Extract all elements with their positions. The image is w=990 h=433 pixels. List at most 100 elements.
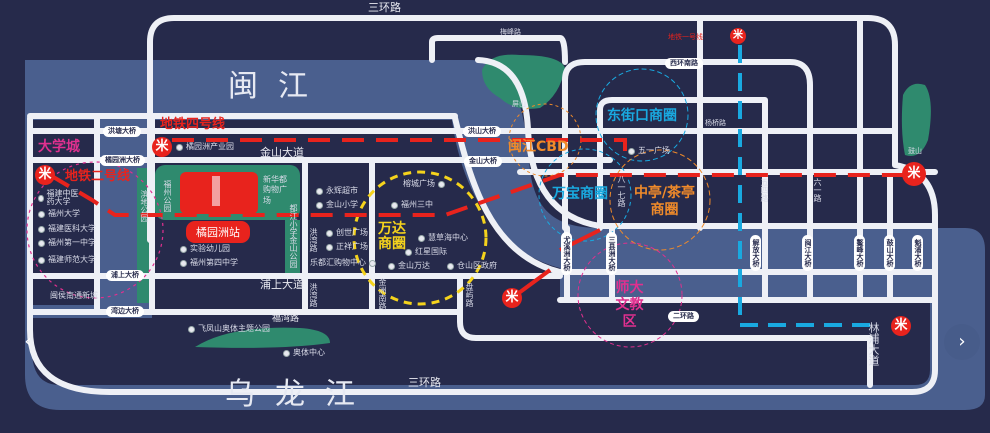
poi-fz1: 福州第一中学 [38, 239, 96, 247]
poi-nantong: 闽侯南通新城 [50, 291, 98, 300]
poi-icon [388, 262, 395, 270]
district-wanda: 万达商圈 [378, 221, 406, 253]
road-hongwan-1: 洪湾路 [309, 228, 318, 252]
shida-zone [577, 242, 683, 348]
dongjiekou-zone [595, 68, 689, 162]
bridge-jinshan: 金山大桥 [464, 156, 502, 167]
poi-pingshan: 屏山 [512, 100, 526, 108]
metro-icon: 米 [35, 165, 55, 185]
metro-icon: 米 [891, 316, 911, 336]
poi-icon [38, 194, 44, 202]
river-wulongjiang: 乌龙江 [225, 377, 375, 412]
daxuecheng-zone [26, 161, 164, 299]
gushan-green [901, 83, 931, 156]
road-panyu: 盘屿路 [465, 283, 474, 307]
poi-juyuanzhou-park: 橘园洲产业园 [176, 143, 234, 151]
metro-icon: 米 [730, 28, 746, 44]
district-dongjiekou: 东街口商圈 [607, 108, 677, 124]
poi-icon [180, 259, 187, 267]
poi-icon [283, 349, 290, 357]
poi-icon [369, 259, 376, 267]
road-xihuannan: 西环南路 [665, 58, 703, 69]
road-pushang: 浦上大道 [260, 278, 304, 291]
poi-yonghui: 永辉超市 [316, 187, 358, 195]
prev-arrow-button[interactable]: ‹ [24, 331, 32, 352]
metro-line-1-label: 地铁一号线 [668, 33, 703, 41]
poi-icon [405, 248, 412, 256]
bridge-jiefang: 解放大桥 [750, 235, 761, 271]
poi-fz4: 福州第四中学 [180, 259, 238, 267]
poi-fuzhou-park: 福州公园 [163, 180, 172, 212]
district-daxuecheng: 大学城 [38, 139, 80, 155]
poi-icon [418, 234, 425, 242]
road-yangqiao: 杨桥路 [705, 119, 726, 127]
metro-line-4-label: 地铁四号线 [160, 117, 226, 132]
metro-line-1 [738, 45, 880, 327]
road-hongwan-2: 洪湾路 [309, 283, 318, 307]
bridge-pushang: 浦上大桥 [106, 270, 144, 281]
road-jinzhounan: 金洲南路 [378, 278, 387, 310]
poi-icon [316, 201, 323, 209]
road-fuwan: 福湾路 [272, 314, 300, 324]
wanda-zone [352, 170, 488, 306]
bridge-gushan: 鼓山大桥 [884, 235, 895, 271]
poi-feifeng: 飞凤山奥体主题公园 [188, 325, 270, 333]
poi-hongxing: 红星国际 [405, 248, 447, 256]
poi-gushan: 鼓山 [908, 147, 922, 155]
poi-cangshan: 仓山区政府 [447, 262, 497, 270]
poi-xinhuadu: 新华都购物广场 [263, 175, 287, 205]
park-green [195, 327, 330, 348]
poi-icon [316, 187, 323, 195]
poi-icon [38, 256, 45, 264]
poi-icon [38, 210, 45, 218]
metro-icon: 米 [502, 288, 522, 308]
poi-fjnu: 福建师范大学 [38, 256, 96, 264]
metro-icon: 米 [152, 137, 172, 157]
poi-bindi-park: 滨地公园 [140, 190, 149, 222]
poi-icon [188, 325, 195, 333]
poi-icon [326, 243, 333, 251]
road-linpu: 林浦大道 [867, 322, 880, 366]
poi-icon [38, 225, 45, 233]
poi-icon [176, 143, 183, 151]
poi-chuangshi: 创世广场 [326, 229, 368, 237]
poi-icon [180, 245, 187, 253]
road-erhuan: 二环路 [668, 311, 699, 322]
bridge-juyuanzhou: 橘园洲大桥 [100, 155, 145, 166]
bindi-green [137, 168, 150, 303]
road-liuyi: 六一路 [813, 178, 822, 202]
metro-line-2-label: 地铁二号线 [65, 169, 131, 184]
road-wusi: 五四路 [760, 178, 769, 202]
poi-icon [447, 262, 454, 270]
next-arrow-button[interactable]: › [944, 324, 980, 360]
road-sanhuan-top: 三环路 [368, 1, 401, 14]
poi-rongcheng: 榕城广场 [403, 180, 445, 188]
bridge-aofeng: 鳌峰大桥 [854, 235, 865, 271]
metro-icon: 米 [902, 162, 926, 186]
district-shida: 师大文教区 [615, 280, 644, 330]
poi-olympic: 奥体中心 [283, 349, 325, 357]
metro-line-2 [48, 173, 910, 217]
district-cbd: 闽江CBD [508, 139, 569, 155]
poi-zhengxiang: 正祥广场 [326, 243, 368, 251]
bridge-hongshan: 洪山大桥 [463, 126, 501, 137]
road-jinshan: 金山大道 [260, 146, 304, 159]
road-bayiqi: 八一七路 [617, 175, 626, 207]
bridge-kuipu: 魁浦大桥 [912, 235, 923, 271]
road-sanhuan-bottom: 三环路 [408, 376, 441, 389]
poi-jinshan-school: 金山小学 [316, 201, 358, 209]
district-zhongting: 中亭/茶亭商圈 [633, 185, 696, 218]
poi-jinshan-park: 金山公园 [289, 236, 298, 268]
bridge-youxizhou: 尤溪洲大桥 [561, 232, 572, 275]
poi-fjmu: 福建医科大学 [38, 225, 96, 233]
bridge-sanxianzhou: 三县洲大桥 [606, 232, 617, 275]
poi-icon [326, 229, 333, 237]
bridge-hongtang: 洪塘大桥 [103, 126, 141, 137]
bridge-wanbian: 湾边大桥 [106, 306, 144, 317]
poi-kindergarten: 实验幼儿园 [180, 245, 230, 253]
poi-dujiang: 都江小学 [289, 204, 298, 236]
district-wanbao: 万宝商圈 [552, 186, 608, 202]
river-minjiang: 闽江 [228, 69, 328, 104]
